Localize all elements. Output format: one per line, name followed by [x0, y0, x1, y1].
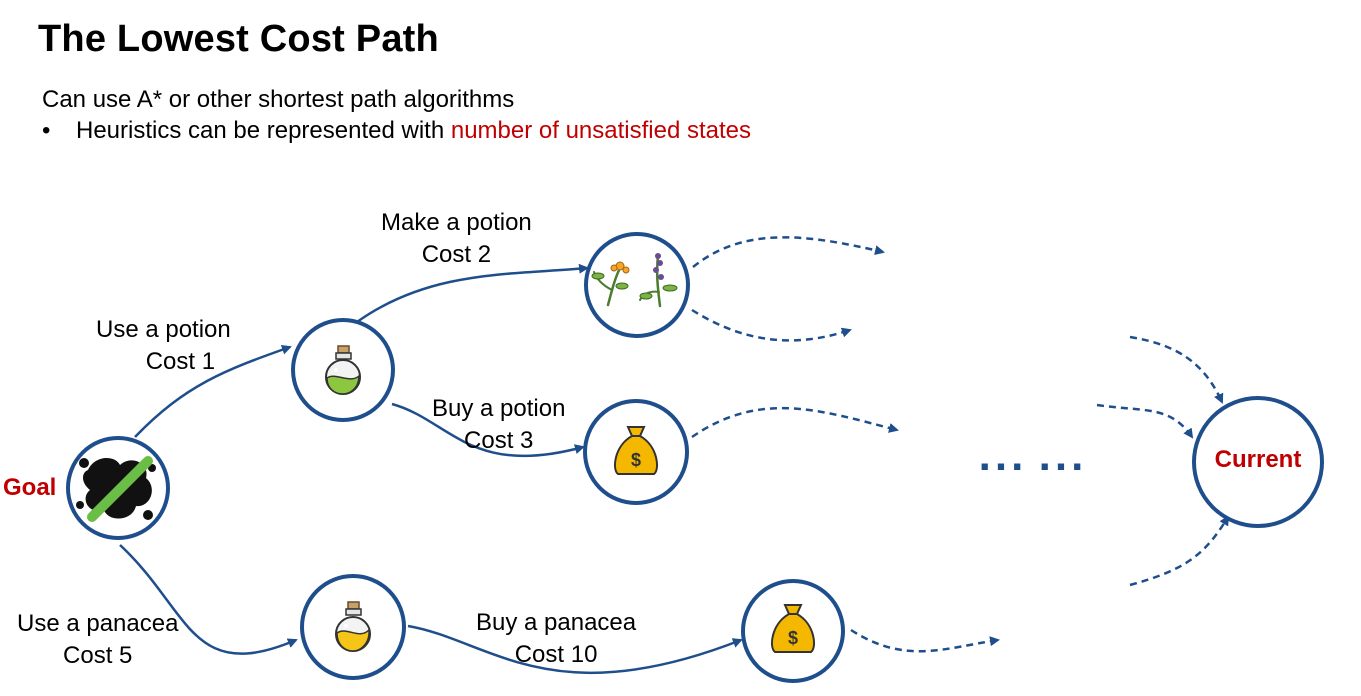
use-potion-cost: Cost 1	[145, 348, 216, 375]
edge-buy-potion	[391, 402, 585, 458]
green-potion-icon	[325, 345, 361, 395]
current-label: Current	[1214, 446, 1302, 473]
edge-buy-panacea	[407, 624, 743, 674]
money-bag-icon: $	[614, 426, 658, 475]
goal-label: Goal	[3, 474, 57, 501]
use-panacea-action: Use a panacea	[17, 610, 179, 637]
yellow-potion-icon	[335, 601, 371, 652]
heuristic-text: Heuristics can be represented with	[76, 117, 451, 144]
dashed-edge-into-current-top	[1129, 335, 1224, 404]
intro-line: Can use A* or other shortest path algori…	[42, 86, 515, 113]
svg-text:$: $	[631, 450, 641, 470]
current-node	[1192, 396, 1324, 528]
use-panacea-cost: Cost 5	[63, 642, 133, 669]
herbs-node	[584, 232, 690, 338]
make-potion-label: Make a potion Cost 2	[381, 207, 532, 271]
edge-make-potion	[356, 263, 589, 324]
use-potion-action: Use a potion	[96, 316, 231, 343]
slide-title: The Lowest Cost Path	[38, 18, 439, 60]
ellipsis-right: ...	[1039, 431, 1088, 480]
use-panacea-label: Use a panacea Cost 5	[17, 608, 178, 672]
heuristic-highlight: number of unsatisfied states	[450, 117, 752, 144]
buy-potion-action: Buy a potion	[432, 395, 566, 422]
herbs-icon	[591, 253, 678, 308]
ellipsis-left: ...	[979, 431, 1028, 480]
edge-use-potion	[134, 344, 292, 438]
make-potion-cost: Cost 2	[421, 241, 492, 268]
make-potion-action: Make a potion	[381, 209, 532, 236]
dashed-edge-herbs-top	[692, 236, 885, 268]
crossed-out-poison-icon	[76, 456, 156, 522]
edge-use-panacea	[119, 544, 298, 655]
buy-panacea-label: Buy a panacea Cost 10	[476, 607, 636, 671]
svg-text:$: $	[788, 628, 798, 648]
dashed-edge-into-current-mid	[1096, 403, 1194, 439]
buy-potion-label: Buy a potion Cost 3	[432, 393, 565, 457]
buy-potion-cost: Cost 3	[464, 427, 534, 454]
money-bag-icon: $	[771, 604, 815, 653]
bullet-dot: •	[42, 117, 51, 144]
dashed-edges	[691, 236, 1230, 653]
heuristic-bullet: • Heuristics can be represented with numb…	[42, 117, 751, 145]
use-potion-label: Use a potion Cost 1	[96, 314, 231, 378]
buy-panacea-cost: Cost 10	[514, 641, 598, 668]
dashed-edge-buy-potion	[691, 406, 899, 439]
buy-panacea-action: Buy a panacea	[476, 609, 637, 636]
dashed-edge-buy-panacea	[850, 628, 1000, 653]
dashed-edge-herbs-bottom	[691, 308, 852, 342]
dashed-edge-into-current-low	[1129, 515, 1230, 587]
solid-edges	[119, 263, 743, 674]
